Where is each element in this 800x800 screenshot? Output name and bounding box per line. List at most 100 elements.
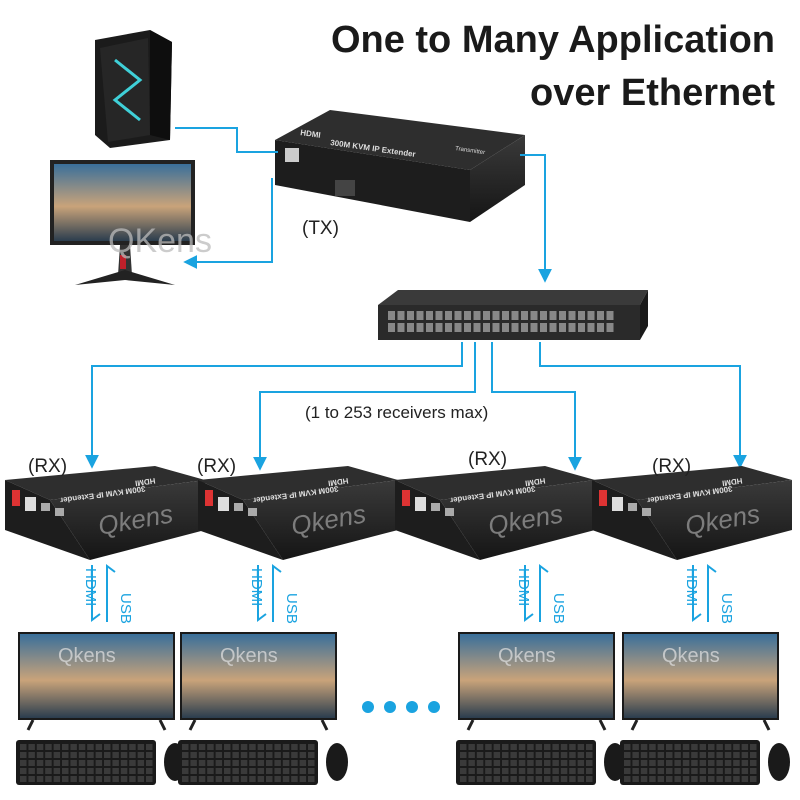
- switch-port: [597, 323, 604, 332]
- usb-label: USB: [283, 593, 300, 624]
- switch-port: [606, 311, 614, 320]
- switch-port: [521, 323, 528, 332]
- switch-port: [502, 323, 509, 332]
- switch-port: [578, 311, 585, 320]
- hdmi-arrow: [257, 565, 267, 622]
- switch-port: [426, 323, 433, 332]
- switch-to-rx1-wire: [85, 342, 463, 469]
- rx-brand-text: HDMI: [524, 476, 546, 488]
- keyboard-icon: [456, 740, 596, 785]
- switch-port: [530, 323, 538, 332]
- hdmi-arrow: [692, 565, 702, 622]
- switch-port: [530, 311, 538, 320]
- switch-port: [483, 311, 490, 320]
- usb-arrow: [272, 564, 282, 622]
- tx-to-monitor-wire: [183, 178, 273, 269]
- rx-label: (RX): [652, 456, 691, 477]
- display-monitor-icon: Qkens: [458, 632, 615, 731]
- switch-port: [416, 323, 424, 332]
- mouse-icon: [768, 743, 790, 781]
- more-receivers-ellipsis-icon: [362, 701, 440, 713]
- usb-arrow: [539, 564, 549, 622]
- display-watermark: Qkens: [58, 645, 116, 667]
- hdmi-label: HDMI: [248, 568, 265, 606]
- hdmi-label: HDMI: [515, 568, 532, 606]
- tx-brand-text: HDMI: [300, 128, 322, 140]
- switch-port: [454, 311, 462, 320]
- switch-caption: (1 to 253 receivers max): [305, 403, 488, 422]
- mouse-icon: [326, 743, 348, 781]
- switch-port: [597, 311, 604, 320]
- switch-port: [540, 323, 547, 332]
- rx-label: (RX): [28, 456, 67, 477]
- switch-port: [426, 311, 433, 320]
- hdmi-arrow: [91, 565, 101, 622]
- tx-sub-text: Transmitter: [455, 146, 486, 156]
- hdmi-arrow: [524, 565, 534, 622]
- display-watermark: Qkens: [220, 645, 278, 667]
- rx-label: (RX): [468, 449, 507, 470]
- switch-port: [587, 311, 595, 320]
- switch-port: [483, 323, 490, 332]
- pc-tower-icon: [95, 30, 172, 148]
- switch-port: [587, 323, 595, 332]
- keyboard-icon: [620, 740, 760, 785]
- switch-port: [464, 311, 471, 320]
- transmitter-device: HDMI 300M KVM IP Extender Transmitter: [275, 110, 525, 222]
- display-monitor-icon: Qkens: [622, 632, 779, 731]
- switch-port: [492, 311, 500, 320]
- switch-port: [445, 311, 452, 320]
- switch-port: [549, 323, 557, 332]
- switch-port: [435, 311, 443, 320]
- switch-port: [511, 311, 519, 320]
- switch-to-rx4-wire: [539, 342, 747, 469]
- keyboard-icon: [16, 740, 156, 785]
- switch-port: [445, 323, 452, 332]
- switch-port: [568, 311, 576, 320]
- switch-port: [578, 323, 585, 332]
- switch-port: [407, 311, 414, 320]
- hdmi-label: HDMI: [82, 568, 99, 606]
- switch-port: [568, 323, 576, 332]
- switch-port: [397, 323, 405, 332]
- switch-port: [407, 323, 414, 332]
- switch-port: [464, 323, 471, 332]
- switch-port: [435, 323, 443, 332]
- switch-port: [540, 311, 547, 320]
- display-monitor-icon: Qkens: [180, 632, 337, 731]
- network-switch-icon: [378, 290, 648, 340]
- switch-port: [559, 311, 566, 320]
- source-monitor-icon: [50, 160, 195, 285]
- switch-port: [473, 311, 481, 320]
- usb-arrow: [106, 564, 116, 622]
- switch-to-rx2-wire: [253, 342, 476, 471]
- switch-port: [473, 323, 481, 332]
- switch-port: [502, 311, 509, 320]
- source-monitor-watermark: QKens: [108, 222, 212, 260]
- switch-port: [549, 311, 557, 320]
- switch-port: [388, 311, 395, 320]
- title-line-2: over Ethernet: [530, 72, 775, 114]
- rx-brand-text: HDMI: [327, 476, 349, 488]
- switch-port: [397, 311, 405, 320]
- switch-port: [606, 323, 614, 332]
- rx-brand-text: HDMI: [134, 476, 156, 488]
- switch-port: [521, 311, 528, 320]
- switch-port: [388, 323, 395, 332]
- usb-label: USB: [718, 593, 735, 624]
- keyboard-icon: [178, 740, 318, 785]
- rx-label: (RX): [197, 456, 236, 477]
- usb-label: USB: [117, 593, 134, 624]
- display-monitor-icon: Qkens: [18, 632, 175, 731]
- tx-to-switch-wire: [520, 154, 552, 283]
